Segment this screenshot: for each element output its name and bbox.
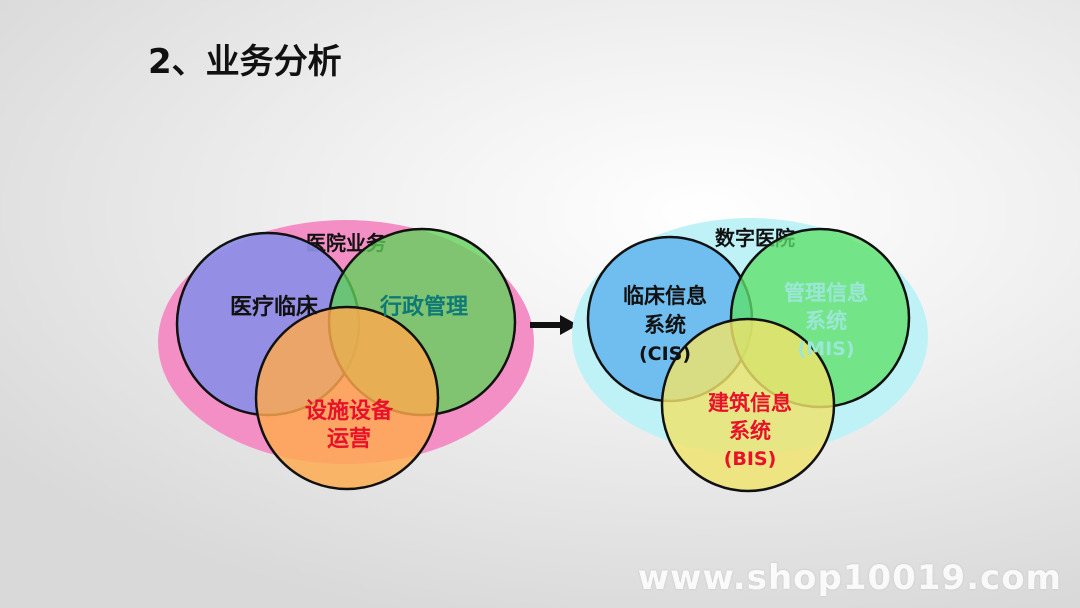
facility-operation-label-line2: 运营 (327, 427, 371, 452)
admin-management-label: 行政管理 (379, 294, 468, 320)
mis-label-line3: (MIS) (797, 338, 854, 360)
facility-operation-label-line1: 设施设备 (305, 398, 394, 424)
cis-label-line1: 临床信息 (623, 284, 707, 308)
cis-label-line3: (CIS) (639, 343, 691, 365)
digital-hospital-group: 数字医院 临床信息 系统 (CIS) 管理信息 系统 (MIS) 建筑信息 系统… (572, 218, 928, 493)
watermark: www.shop10019.com (637, 558, 1062, 598)
bis-label-line2: 系统 (729, 419, 771, 443)
arrow-icon (530, 315, 578, 335)
slide-title: 2、业务分析 (148, 42, 342, 82)
medical-clinical-label: 医疗临床 (230, 294, 319, 320)
bis-circle (660, 317, 836, 493)
cis-label-line2: 系统 (644, 313, 686, 337)
mis-label-line2: 系统 (805, 309, 847, 333)
bis-label-line3: (BIS) (724, 448, 777, 470)
bis-label-line1: 建筑信息 (708, 391, 792, 415)
facility-operation-circle (254, 305, 440, 491)
hospital-business-group: 医院业务 医疗临床 行政管理 设施设备 运营 (158, 220, 534, 491)
mis-label-line1: 管理信息 (784, 281, 868, 305)
